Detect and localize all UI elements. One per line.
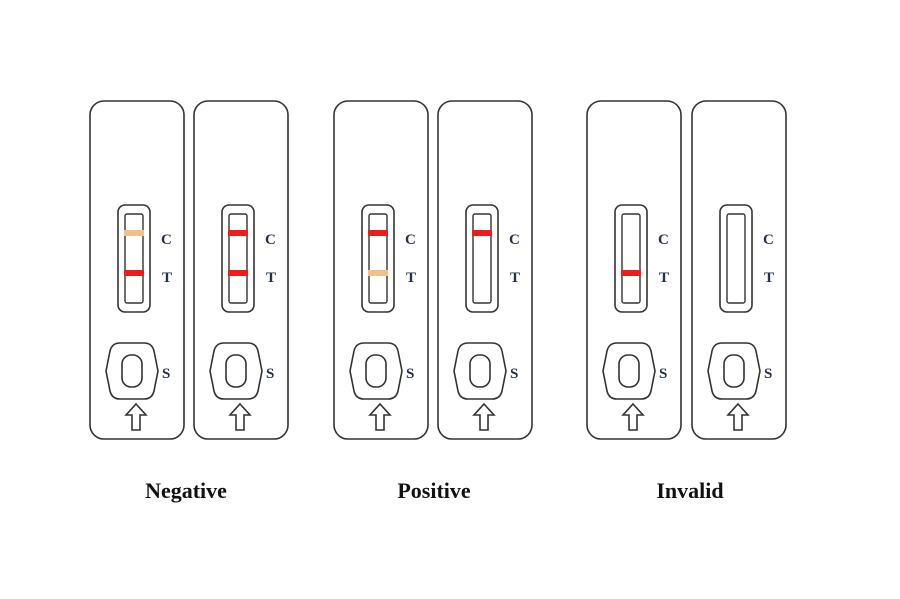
control-label: C: [658, 232, 669, 248]
test-line: [621, 270, 641, 276]
test-label: T: [266, 270, 276, 286]
test-line: [228, 270, 248, 276]
sample-well-inner: [121, 354, 143, 388]
arrow-up-icon: [472, 402, 496, 431]
test-label: T: [659, 270, 669, 286]
arrow-up-icon: [726, 402, 750, 431]
sample-well-inner: [723, 354, 745, 388]
control-label: C: [265, 232, 276, 248]
arrow-up-icon: [621, 402, 645, 431]
test-label: T: [162, 270, 172, 286]
group-label-positive: Positive: [397, 478, 471, 503]
arrow-up-icon: [228, 402, 252, 431]
test-cassette: C T S: [586, 100, 682, 440]
test-cassette: C T S: [691, 100, 787, 440]
arrow-up-icon: [368, 402, 392, 431]
test-label: T: [764, 270, 774, 286]
sample-label: S: [510, 366, 518, 382]
test-line: [368, 270, 388, 276]
test-cassette: C T S: [333, 100, 429, 440]
control-label: C: [763, 232, 774, 248]
result-strip: [228, 213, 248, 304]
sample-well-inner: [618, 354, 640, 388]
control-label: C: [509, 232, 520, 248]
test-label: T: [510, 270, 520, 286]
group-label-invalid: Invalid: [656, 478, 724, 503]
control-label: C: [161, 232, 172, 248]
sample-label: S: [659, 366, 667, 382]
sample-label: S: [764, 366, 772, 382]
test-cassette: C T S: [193, 100, 289, 440]
sample-well-inner: [225, 354, 247, 388]
sample-label: S: [266, 366, 274, 382]
test-label: T: [406, 270, 416, 286]
result-strip: [472, 213, 492, 304]
control-line: [368, 230, 388, 236]
result-strip: [124, 213, 144, 304]
sample-label: S: [406, 366, 414, 382]
test-line: [124, 270, 144, 276]
sample-label: S: [162, 366, 170, 382]
arrow-up-icon: [124, 402, 148, 431]
control-line: [124, 230, 144, 236]
group-label-negative: Negative: [145, 478, 227, 503]
result-strip: [726, 213, 746, 304]
sample-well-inner: [365, 354, 387, 388]
result-strip: [368, 213, 388, 304]
test-cassette: C T S: [437, 100, 533, 440]
control-line: [228, 230, 248, 236]
result-strip: [621, 213, 641, 304]
control-line: [472, 230, 492, 236]
test-cassette: C T S: [89, 100, 185, 440]
sample-well-inner: [469, 354, 491, 388]
control-label: C: [405, 232, 416, 248]
